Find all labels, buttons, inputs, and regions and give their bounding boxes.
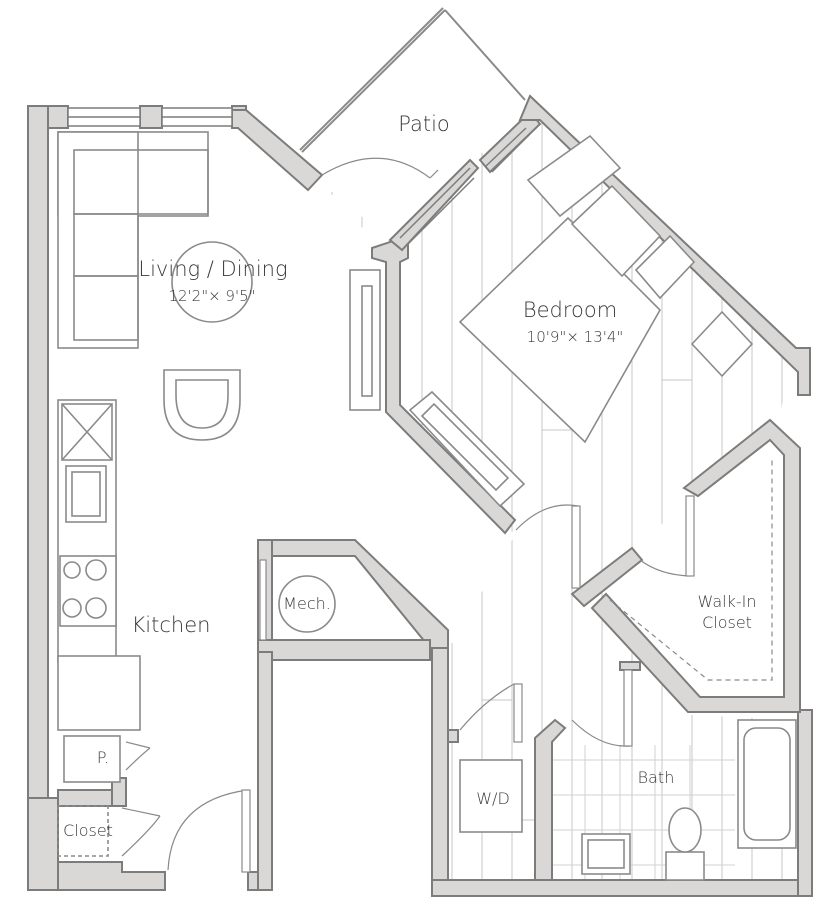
walk-in-closet-label-line2: Closet bbox=[702, 613, 752, 632]
furniture bbox=[57, 131, 797, 881]
bedroom-dims: 10'9"× 13'4" bbox=[526, 328, 624, 346]
living-dining-dims: 12'2"× 9'5" bbox=[168, 287, 256, 305]
bath-label: Bath bbox=[637, 768, 675, 787]
patio-railing bbox=[299, 7, 526, 153]
closet-label: Closet bbox=[63, 821, 113, 840]
walk-in-closet-label-line1: Walk-In bbox=[697, 592, 757, 611]
bath-tiles bbox=[550, 745, 735, 880]
pantry-label: P. bbox=[96, 748, 110, 767]
kitchen-label: Kitchen bbox=[131, 613, 211, 637]
patio-label: Patio bbox=[398, 112, 450, 136]
doors bbox=[121, 495, 695, 873]
living-dining-label: Living / Dining bbox=[138, 257, 288, 281]
wd-label: W/D bbox=[476, 789, 510, 808]
patio-door bbox=[321, 157, 439, 179]
windows bbox=[67, 107, 531, 245]
bedroom-label: Bedroom bbox=[522, 298, 618, 322]
mech-label: Mech. bbox=[283, 594, 331, 613]
closet-rods bbox=[609, 460, 773, 681]
